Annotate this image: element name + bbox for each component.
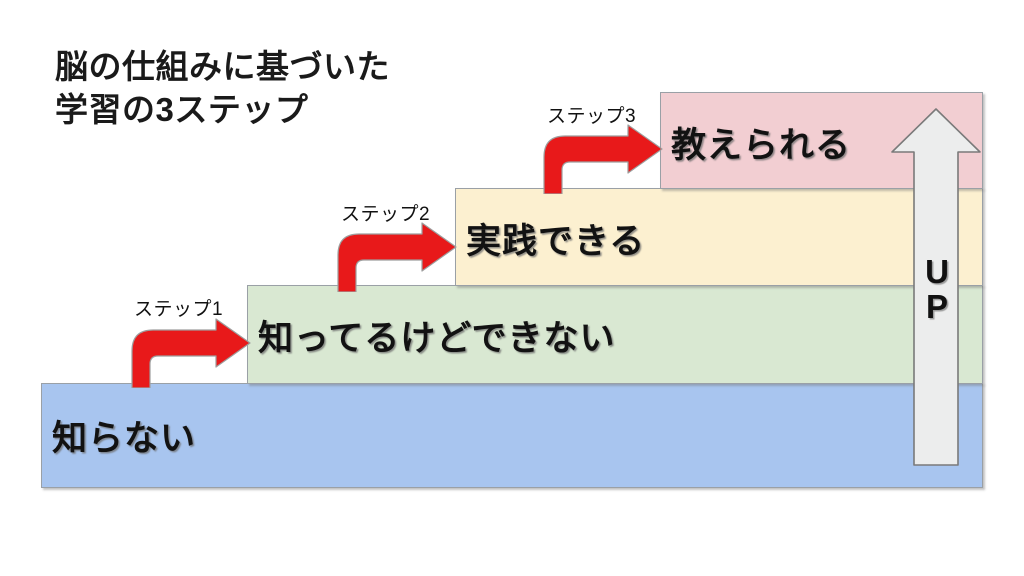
step-caption-2: ステップ2 [341, 204, 431, 225]
up-arrow-icon [888, 106, 984, 473]
step-arrow-3-icon [540, 124, 665, 199]
up-arrow-label: U P [925, 253, 949, 325]
band-can-do [455, 188, 983, 286]
step-caption-3: ステップ3 [547, 106, 637, 127]
step-arrow-1-icon [128, 318, 253, 393]
page-title: 脳の仕組みに基づいた 学習の3ステップ [55, 48, 390, 128]
band-label-can-teach: 教えられる [671, 126, 852, 165]
band-label-know-not: 知らない [52, 419, 197, 458]
step-arrow-2-icon [334, 222, 459, 297]
step-caption-1: ステップ1 [134, 299, 224, 320]
band-know-not [41, 383, 983, 488]
band-know-cant [247, 285, 983, 384]
band-label-can-do: 実践できる [466, 222, 646, 261]
band-label-know-cant: 知ってるけどできない [258, 319, 616, 358]
